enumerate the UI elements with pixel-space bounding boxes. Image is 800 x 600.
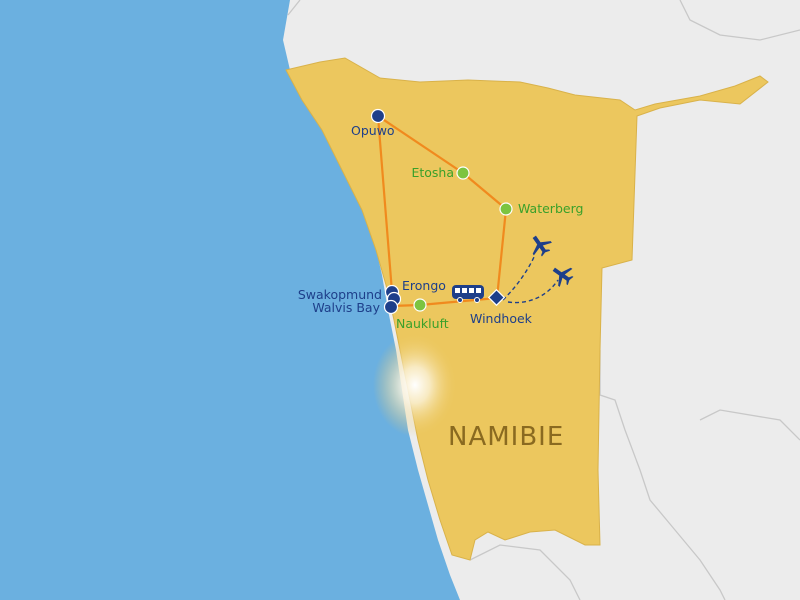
label-naukluft: Naukluft (396, 316, 449, 331)
airplane-icon (532, 235, 552, 257)
label-windhoek: Windhoek (470, 311, 533, 326)
marker-waterberg[interactable] (499, 202, 513, 216)
label-walvis-bay: Walvis Bay (312, 300, 380, 315)
marker-walvis-bay[interactable] (383, 299, 399, 315)
bus-icon (452, 285, 484, 303)
label-swakopmund: Swakopmund (298, 287, 382, 302)
marker-opuwo[interactable] (370, 108, 386, 124)
country-label: NAMIBIE (448, 422, 564, 452)
marker-etosha[interactable] (456, 166, 470, 180)
airplane-icon (552, 267, 574, 287)
marker-windhoek[interactable] (487, 288, 506, 307)
marker-naukluft[interactable] (413, 298, 427, 312)
label-opuwo: Opuwo (351, 123, 395, 138)
desert-glow (373, 333, 457, 437)
label-erongo: Erongo (402, 278, 446, 293)
country-borders (287, 0, 800, 600)
label-etosha: Etosha (411, 165, 454, 180)
flight-paths (502, 254, 559, 304)
label-waterberg: Waterberg (518, 201, 583, 216)
